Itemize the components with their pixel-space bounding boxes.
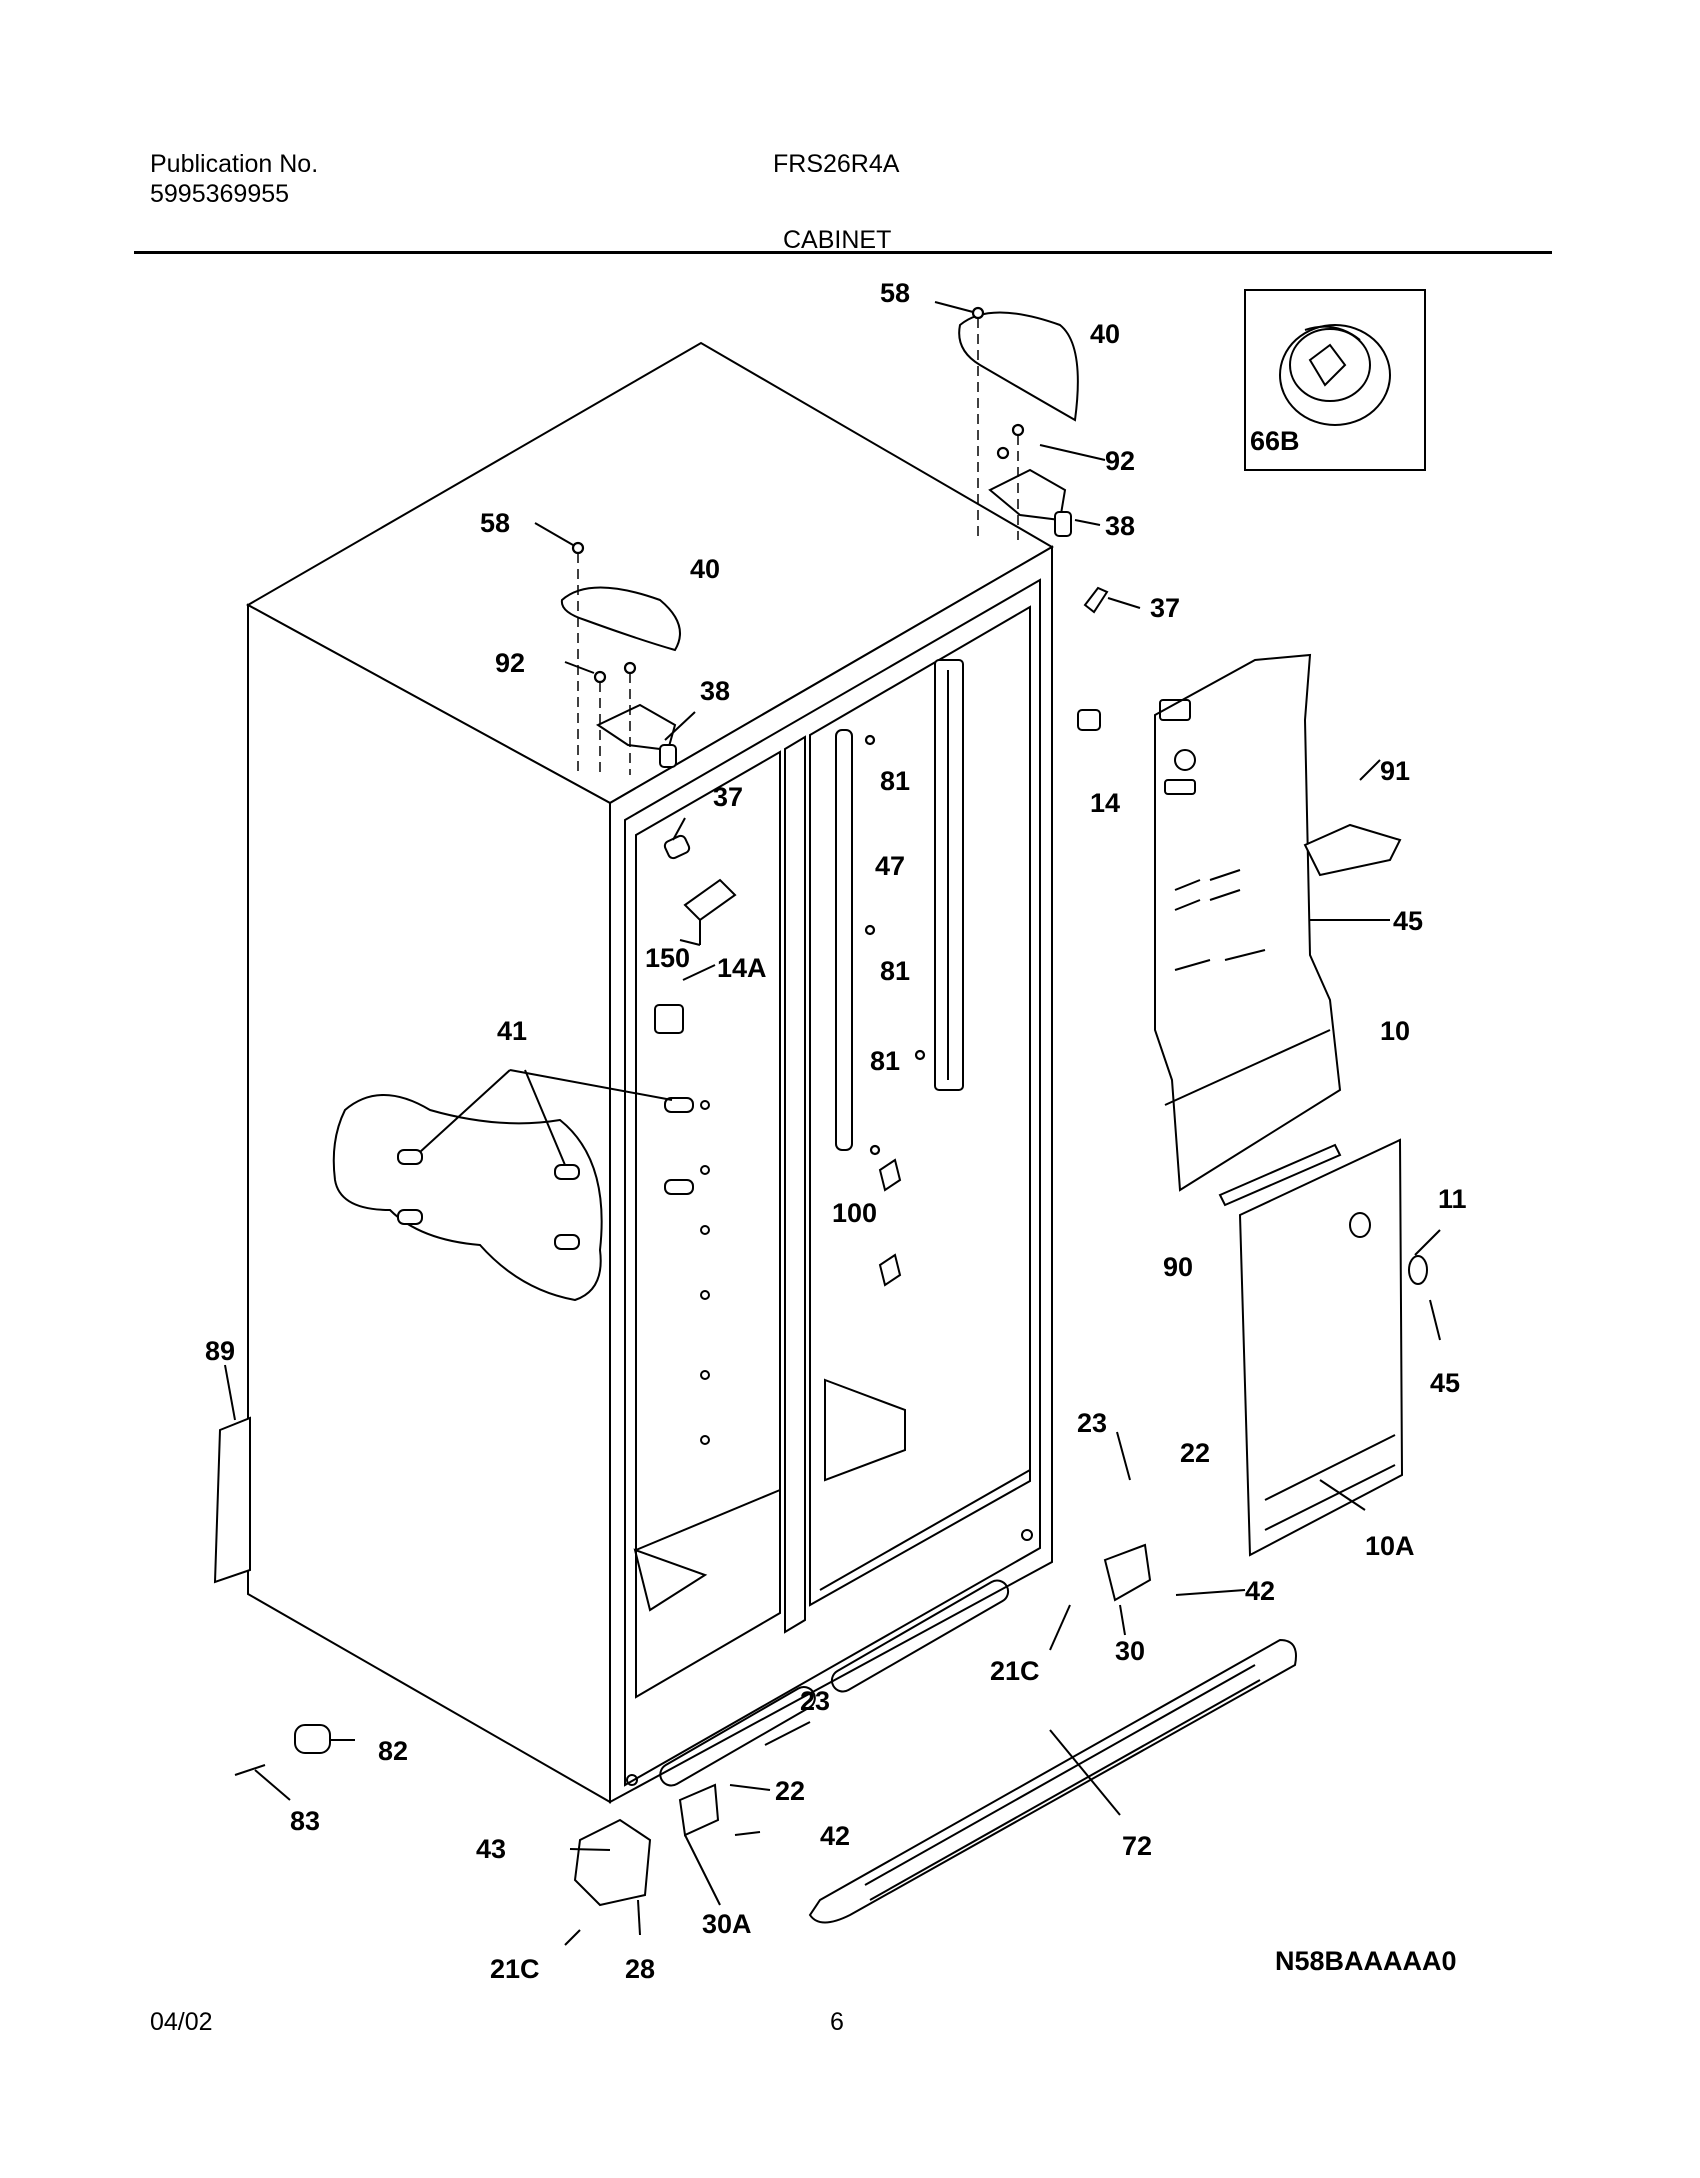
- callout-58: 58: [880, 278, 910, 308]
- callout-40: 40: [1090, 319, 1120, 349]
- callout-89: 89: [205, 1336, 235, 1366]
- freezer-interior-parts: [654, 834, 737, 1195]
- publication-number: 5995369955: [150, 180, 290, 208]
- callout-82: 82: [378, 1736, 408, 1766]
- kickplate-72: [808, 1638, 1297, 1924]
- callout-45: 45: [1430, 1368, 1460, 1398]
- plate-89: [213, 1416, 251, 1584]
- bracket-91: [1303, 823, 1402, 877]
- callout-58: 58: [480, 508, 510, 538]
- callout-92: 92: [495, 648, 525, 678]
- callout-42: 42: [820, 1821, 850, 1851]
- callout-23: 23: [1077, 1408, 1107, 1438]
- callout-42: 42: [1245, 1576, 1275, 1606]
- model-number: FRS26R4A: [773, 150, 900, 178]
- fresh-food-interior-parts: [835, 659, 1101, 1287]
- callout-47: 47: [875, 851, 905, 881]
- callout-150: 150: [645, 943, 690, 973]
- cabinet-body: [245, 341, 1054, 1804]
- rear-panel-10: [1154, 653, 1342, 1192]
- footer-date: 04/02: [150, 2008, 213, 2036]
- leader-lines: [224, 301, 1441, 1946]
- inset-label-66b: 66B: [1250, 426, 1300, 456]
- section-title: CABINET: [783, 226, 892, 254]
- gasket-90: [1218, 1143, 1342, 1207]
- callout-28: 28: [625, 1954, 655, 1984]
- callout-14: 14: [1090, 788, 1120, 818]
- callout-10a: 10A: [1365, 1531, 1415, 1561]
- callout-91: 91: [1380, 756, 1410, 786]
- callout-41: 41: [497, 1016, 527, 1046]
- top-hinge-assembly-left: [560, 541, 681, 775]
- callout-45: 45: [1393, 906, 1423, 936]
- callout-22: 22: [775, 1776, 805, 1806]
- callout-21c: 21C: [490, 1954, 540, 1984]
- callout-72: 72: [1122, 1831, 1152, 1861]
- page-number: 6: [830, 2008, 844, 2036]
- callout-100: 100: [832, 1198, 877, 1228]
- callout-23: 23: [800, 1686, 830, 1716]
- door-closure-part-41: [332, 1094, 603, 1302]
- callout-30: 30: [1115, 1636, 1145, 1666]
- rear-panel-10a: [1238, 1138, 1404, 1557]
- callout-37: 37: [1150, 593, 1180, 623]
- leg-bracket-30: [1103, 1543, 1152, 1602]
- callout-37: 37: [713, 782, 743, 812]
- diagram-code: N58BAAAAA0: [1275, 1946, 1457, 1976]
- callout-21c: 21C: [990, 1656, 1040, 1686]
- callout-30a: 30A: [702, 1909, 752, 1939]
- callout-92: 92: [1105, 446, 1135, 476]
- callout-labels: 58 40 92 38 37 58 40 92 38 37 150 14A 41…: [205, 278, 1467, 1984]
- callout-14a: 14A: [717, 953, 767, 983]
- inset-box: [1244, 289, 1426, 471]
- publication-label: Publication No.: [150, 150, 319, 178]
- callout-43: 43: [476, 1834, 506, 1864]
- roller-43: [573, 1818, 652, 1907]
- callout-22: 22: [1180, 1438, 1210, 1468]
- plug-11-icon: [1408, 1255, 1428, 1285]
- callout-81: 81: [880, 766, 910, 796]
- callout-81: 81: [870, 1046, 900, 1076]
- callout-38: 38: [1105, 511, 1135, 541]
- callout-38: 38: [700, 676, 730, 706]
- leg-bracket-30a: [678, 1783, 720, 1837]
- callout-40: 40: [690, 554, 720, 584]
- header-rule: [134, 251, 1552, 254]
- callout-83: 83: [290, 1806, 320, 1836]
- callout-10: 10: [1380, 1016, 1410, 1046]
- part-83-icon: [234, 1764, 266, 1776]
- callout-81: 81: [880, 956, 910, 986]
- top-hinge-assembly-right: [958, 306, 1109, 614]
- part-66b-icon: [1279, 324, 1391, 426]
- callout-11: 11: [1438, 1184, 1467, 1214]
- callout-90: 90: [1163, 1252, 1193, 1282]
- part-82-icon: [294, 1724, 331, 1754]
